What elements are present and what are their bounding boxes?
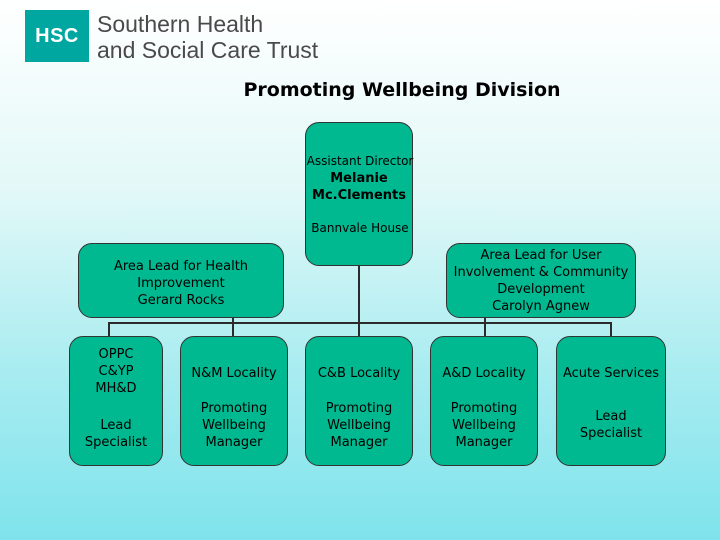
connector-drop-4: [484, 322, 486, 338]
trust-name: Southern Health and Social Care Trust: [97, 11, 318, 63]
locality-role: Lead Specialist: [84, 418, 148, 450]
director-role: Assistant Director: [306, 154, 414, 168]
connector-drop-1: [108, 322, 110, 338]
locality-role: Promoting Wellbeing Manager: [325, 401, 393, 450]
locality-role: Promoting Wellbeing Manager: [200, 401, 268, 450]
connector-trunk: [358, 265, 360, 323]
locality-label: C&B Locality: [317, 366, 401, 381]
locality-box-4: A&D Locality Promoting Wellbeing Manager: [430, 336, 538, 466]
locality-box-3: C&B Locality Promoting Wellbeing Manager: [305, 336, 413, 466]
health-lead-text: Area Lead for Health Improvement Gerard …: [113, 259, 249, 308]
locality-label: N&M Locality: [191, 366, 277, 381]
director-box: Assistant Director Melanie Mc.Clements B…: [305, 122, 413, 266]
connector-drop-5: [610, 322, 612, 338]
page-title: Promoting Wellbeing Division: [243, 79, 561, 101]
locality-label: OPPC C&YP MH&D: [95, 347, 137, 396]
director-name: Melanie Mc.Clements: [312, 171, 406, 203]
connector-horizontal: [108, 322, 612, 324]
hsc-logo-badge: HSC: [25, 10, 89, 62]
locality-label: Acute Services: [562, 366, 660, 381]
locality-role: Promoting Wellbeing Manager: [450, 401, 518, 450]
connector-health-lead: [232, 318, 234, 324]
locality-label: A&D Locality: [442, 366, 526, 381]
locality-box-1: OPPC C&YP MH&D Lead Specialist: [69, 336, 163, 466]
trust-name-line1: Southern Health: [97, 11, 264, 37]
connector-user-lead: [484, 318, 486, 324]
connector-drop-2: [232, 322, 234, 338]
locality-box-2: N&M Locality Promoting Wellbeing Manager: [180, 336, 288, 466]
trust-name-line2: and Social Care Trust: [97, 37, 319, 63]
health-lead-box: Area Lead for Health Improvement Gerard …: [78, 243, 284, 318]
director-location: Bannvale House: [311, 221, 409, 235]
locality-role: Lead Specialist: [579, 409, 643, 441]
user-lead-text: Area Lead for User Involvement & Communi…: [453, 248, 629, 314]
locality-box-5: Acute Services Lead Specialist: [556, 336, 666, 466]
connector-drop-3: [358, 322, 360, 338]
user-lead-box: Area Lead for User Involvement & Communi…: [446, 243, 636, 318]
